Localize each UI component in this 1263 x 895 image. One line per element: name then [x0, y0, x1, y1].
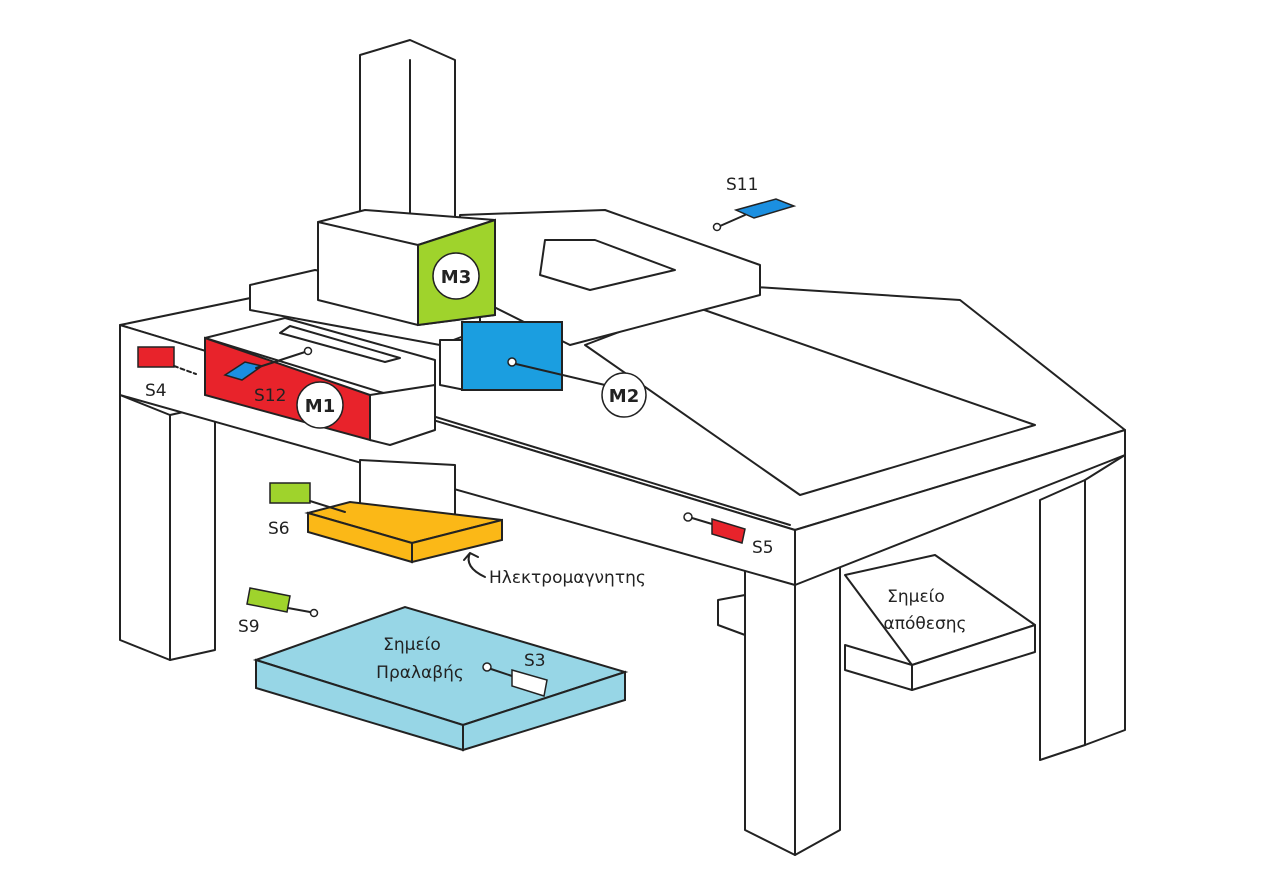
label-s12: S12 — [254, 386, 286, 406]
label-s3: S3 — [524, 651, 546, 671]
sensor-s11 — [712, 198, 797, 232]
sensor-s12 — [223, 346, 313, 381]
leg-front-left — [119, 394, 171, 661]
z-column — [317, 39, 496, 327]
sensor-s6 — [269, 482, 346, 513]
leg-back-right — [1039, 479, 1086, 761]
sensor-s4 — [137, 346, 197, 375]
drop-platform — [717, 554, 1036, 691]
electromagnet-arrow — [463, 552, 486, 578]
label-s11: S11 — [726, 175, 758, 195]
motor-m1: M1 — [296, 381, 344, 429]
electromagnet — [304, 459, 503, 578]
motor-m2: M2 — [601, 372, 647, 418]
svg-text:M3: M3 — [441, 267, 471, 288]
label-s9: S9 — [238, 617, 260, 637]
table-top-right-edge — [794, 429, 1126, 586]
leg-front-right-side — [794, 554, 841, 856]
label-s6: S6 — [268, 519, 290, 539]
leg-back-right-side — [1084, 454, 1126, 746]
sensor-s9 — [246, 587, 319, 618]
m2-block — [439, 321, 606, 391]
m2-face — [461, 321, 563, 391]
label-drop-line1: Σημείο — [887, 587, 945, 607]
label-pickup-line1: Σημείο — [383, 635, 441, 655]
pickup-platform — [252, 605, 629, 752]
leg-front-right — [744, 559, 796, 856]
label-electromagnet: Ηλεκτρομαγνητης — [489, 568, 646, 588]
label-drop-line2: απόθεσης — [884, 614, 967, 634]
leg-front-left-side — [169, 404, 216, 661]
svg-text:M2: M2 — [609, 386, 639, 407]
sensor-s3 — [482, 662, 548, 697]
label-pickup-line2: Πραλαβής — [376, 663, 464, 683]
sensor-s5 — [683, 512, 746, 544]
svg-text:M1: M1 — [305, 396, 335, 417]
table-legs — [119, 394, 1126, 856]
motor-m3: M3 — [432, 252, 480, 300]
label-s4: S4 — [145, 381, 167, 401]
label-s5: S5 — [752, 538, 774, 558]
